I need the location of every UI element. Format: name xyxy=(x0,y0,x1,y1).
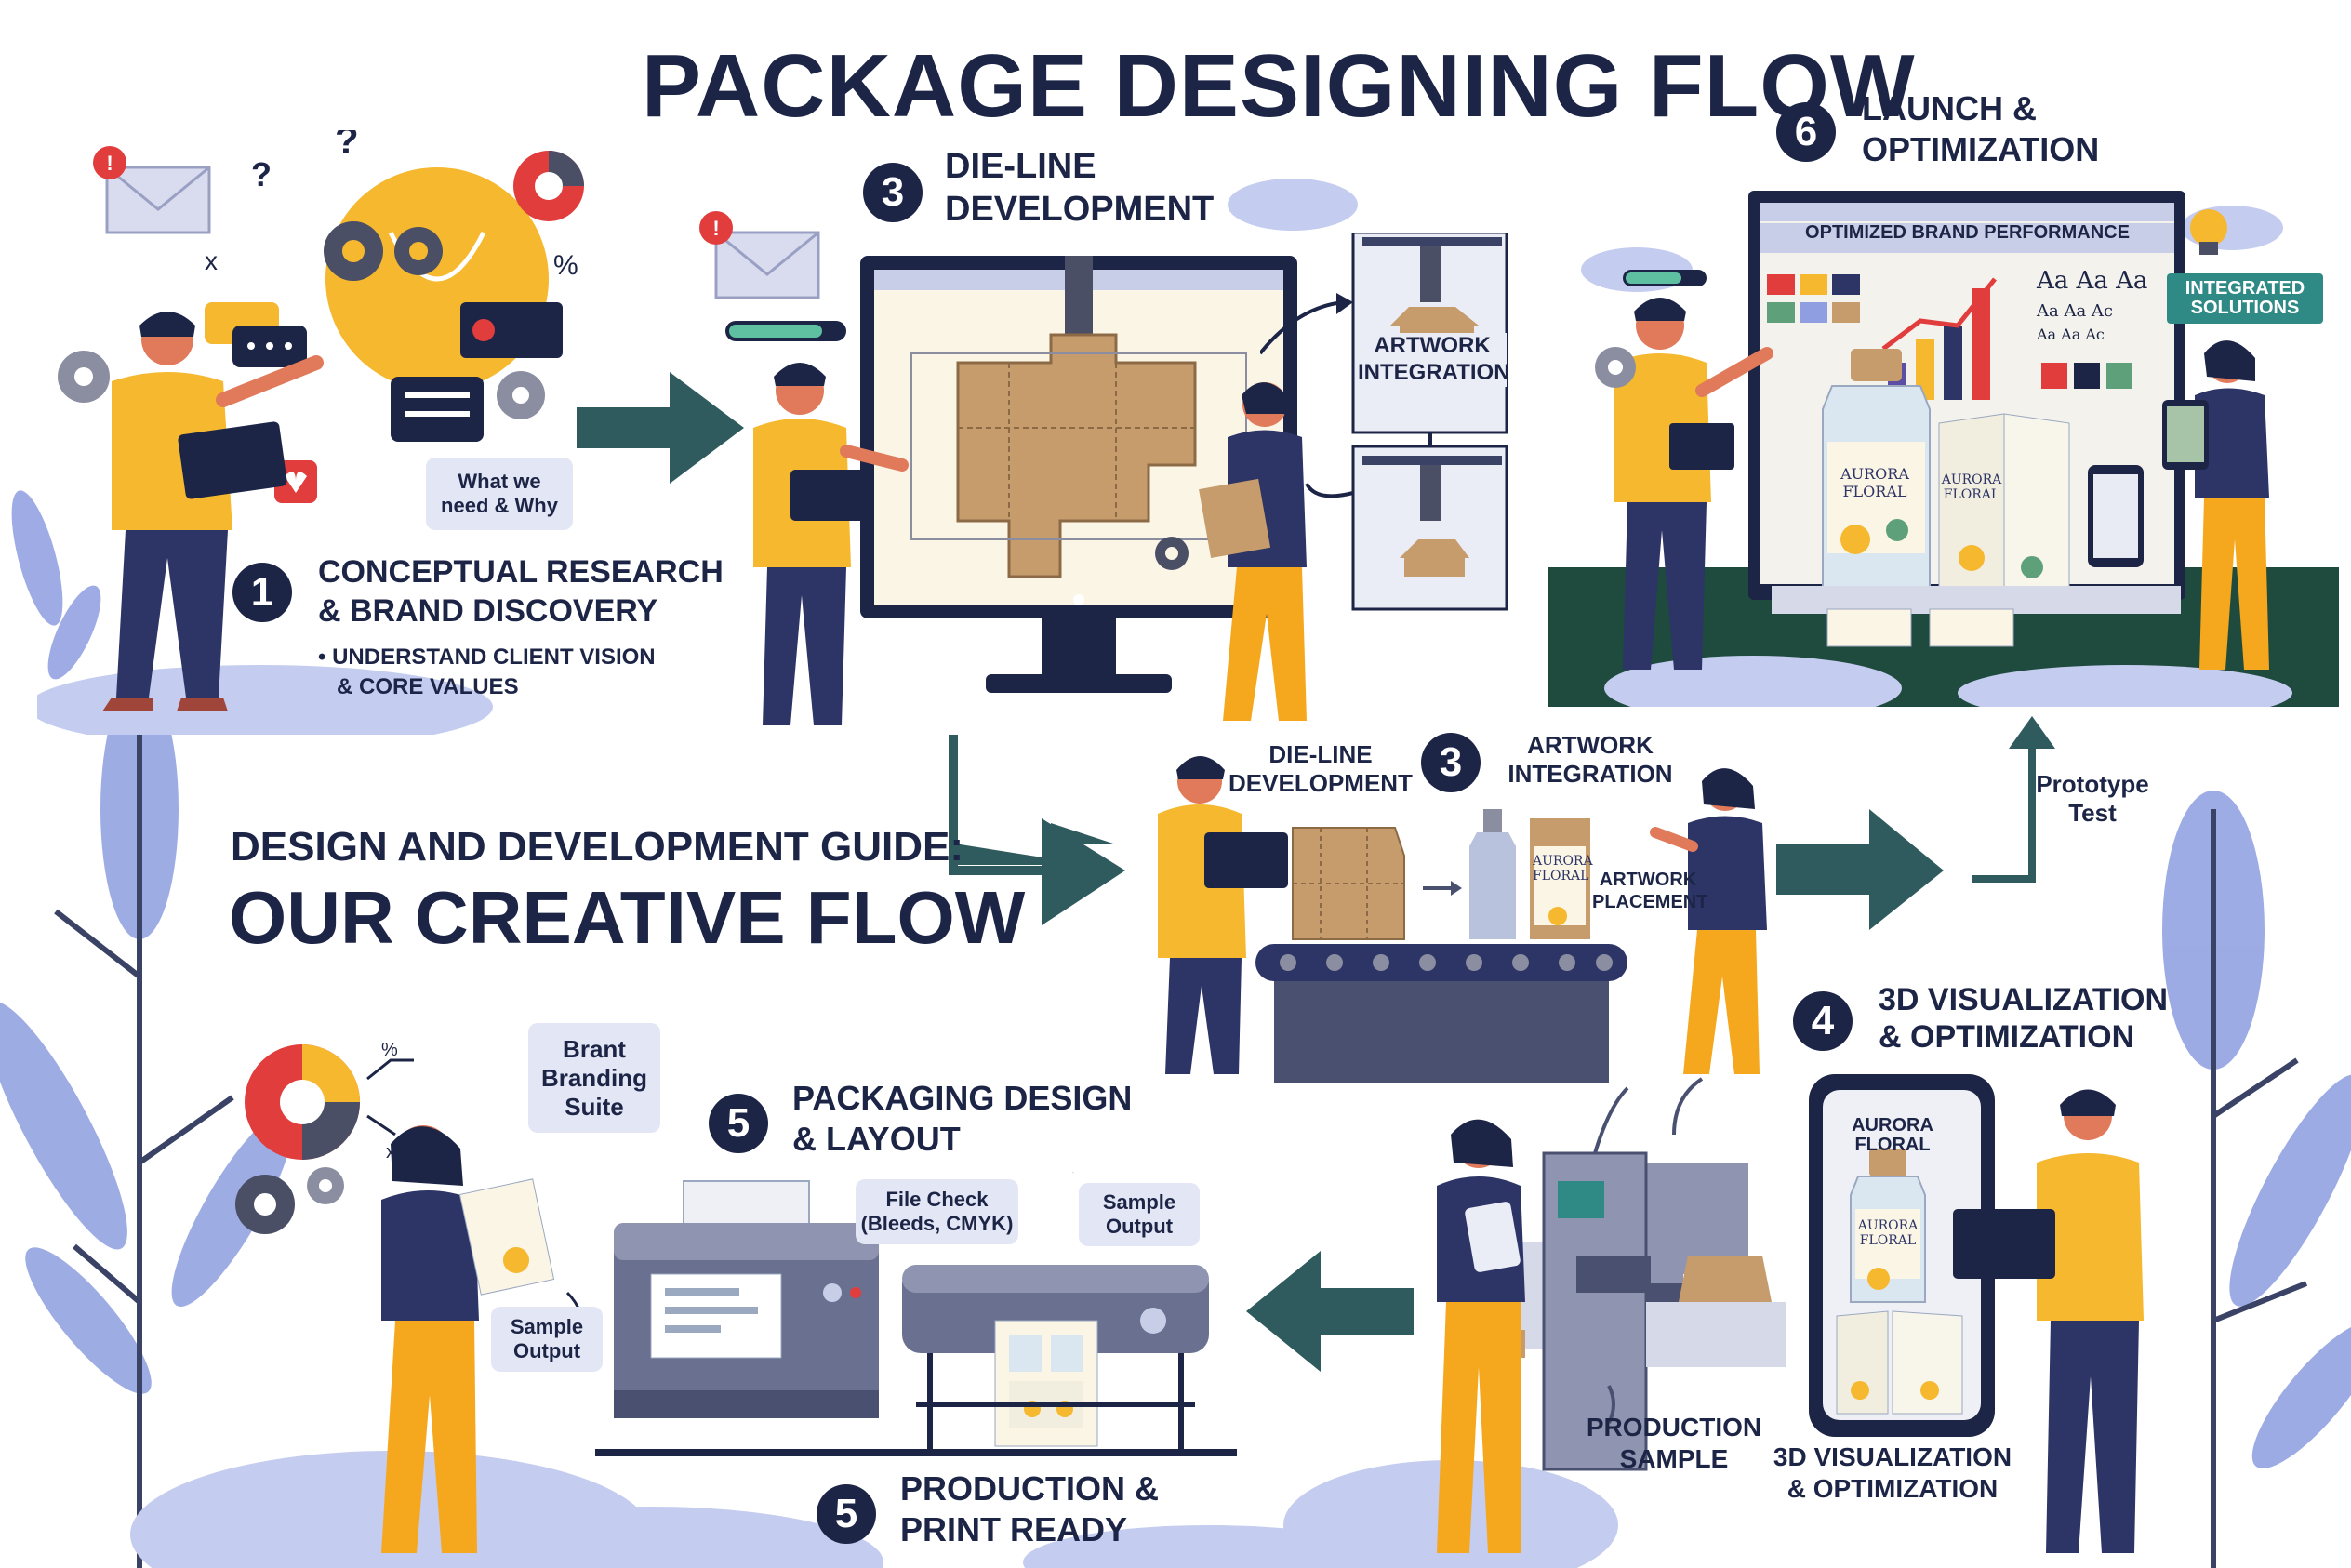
step-4-title-line1: 3D VISUALIZATION xyxy=(1879,982,2169,1017)
step-6-title-line2: OPTIMIZATION xyxy=(1862,130,2100,168)
launch-illustration: Aa Aa Aa Aa Aa Ac Aa Aa Ac xyxy=(1548,191,2339,707)
step-1-bullet-line1: • UNDERSTAND CLIENT VISION xyxy=(318,644,656,670)
svg-text:?: ? xyxy=(251,155,272,193)
svg-text:x: x xyxy=(205,246,218,275)
step-4-caption: 3D VISUALIZATION & OPTIMIZATION xyxy=(1773,1442,2012,1503)
page-title: PACKAGE DESIGNING FLOW xyxy=(642,36,1916,136)
brand-suite-bubble: Brant Branding Suite xyxy=(528,1023,660,1133)
step-5-top-title-line1: PACKAGING DESIGN xyxy=(792,1079,1133,1117)
step-6-badge: 6 xyxy=(1776,102,1836,162)
middle-dieline-label: DIE-LINE DEVELOPMENT xyxy=(1229,740,1413,798)
phone-bottle-label: AURORA FLORAL xyxy=(1857,1218,1919,1248)
bottle-label-top: AURORA FLORAL xyxy=(1840,465,1909,500)
guide-subtitle: DESIGN AND DEVELOPMENT GUIDE: xyxy=(231,824,963,870)
step-1-title-line1: CONCEPTUAL RESEARCH xyxy=(318,554,724,590)
step-4-title-line2: & OPTIMIZATION xyxy=(1879,1019,2135,1055)
brochure-label-top: AURORA FLORAL xyxy=(1941,472,2002,502)
visualization-illustration xyxy=(1437,1074,2144,1553)
print-illustration: % x xyxy=(235,1040,584,1553)
dieline-illustration: ! xyxy=(699,211,1307,725)
svg-text:!: ! xyxy=(106,152,113,175)
what-we-need-bubble: What we need & Why xyxy=(426,458,573,530)
step-1-bullet-line2: & CORE VALUES xyxy=(337,674,519,699)
step-1-title-line2: & BRAND DISCOVERY xyxy=(318,593,658,629)
svg-text:Aa Aa Ac: Aa Aa Ac xyxy=(2036,301,2113,321)
step-3-top-title-line1: DIE-LINE xyxy=(945,147,1096,186)
file-check-bubble: File Check (Bleeds, CMYK) xyxy=(856,1179,1018,1244)
conveyor-illustration xyxy=(1158,756,1767,1083)
carton-label-middle: AURORA FLORAL xyxy=(1533,854,1593,884)
artwork-integration-frames xyxy=(1260,233,1508,611)
prototype-test-label: Prototype Test xyxy=(2036,770,2149,828)
svg-text:Aa Aa Ac: Aa Aa Ac xyxy=(2036,326,2105,343)
sample-output-bubble-brand: Sample Output xyxy=(491,1307,603,1372)
svg-text:%: % xyxy=(553,250,578,281)
step-4-badge: 4 xyxy=(1793,991,1853,1051)
svg-text:Aa Aa Aa: Aa Aa Aa xyxy=(2036,267,2147,295)
research-illustration: ! ? ? x % xyxy=(37,130,584,735)
svg-text:?: ? xyxy=(335,130,359,162)
step-5-top-badge: 5 xyxy=(709,1094,768,1153)
svg-text:x: x xyxy=(386,1142,395,1163)
integrated-solutions-badge: INTEGRATED SOLUTIONS xyxy=(2167,273,2323,324)
middle-artwork-label: ARTWORK INTEGRATION xyxy=(1508,731,1673,789)
step-3-top-title-line2: DEVELOPMENT xyxy=(945,190,1215,229)
step-5-top-title-line2: & LAYOUT xyxy=(792,1120,961,1158)
svg-text:!: ! xyxy=(712,217,719,240)
production-sample-label: PRODUCTION SAMPLE xyxy=(1586,1413,1762,1473)
step-5-bottom-title-line1: PRODUCTION & xyxy=(900,1469,1159,1508)
step-1-badge: 1 xyxy=(232,563,292,622)
printers-illustration xyxy=(595,1172,1237,1456)
step-5-bottom-title-line2: PRINT READY xyxy=(900,1510,1128,1548)
svg-text:%: % xyxy=(381,1040,398,1060)
step-5-bottom-badge: 5 xyxy=(817,1484,876,1544)
artwork-placement-label: ARTWORK PLACEMENT xyxy=(1592,870,1708,912)
step-6-title-line1: LAUNCH & xyxy=(1862,89,2037,127)
step-3-middle-badge: 3 xyxy=(1421,733,1481,792)
sample-output-bubble-printer: Sample Output xyxy=(1079,1183,1200,1246)
phone-aurora-floral-label: AURORA FLORAL xyxy=(1852,1115,1933,1155)
artwork-integration-label: ARTWORK INTEGRATION xyxy=(1358,333,1510,387)
step-3-top-badge: 3 xyxy=(863,163,923,222)
guide-title: OUR CREATIVE FLOW xyxy=(229,876,1026,959)
optimized-brand-banner: OPTIMIZED BRAND PERFORMANCE xyxy=(1805,222,2130,243)
